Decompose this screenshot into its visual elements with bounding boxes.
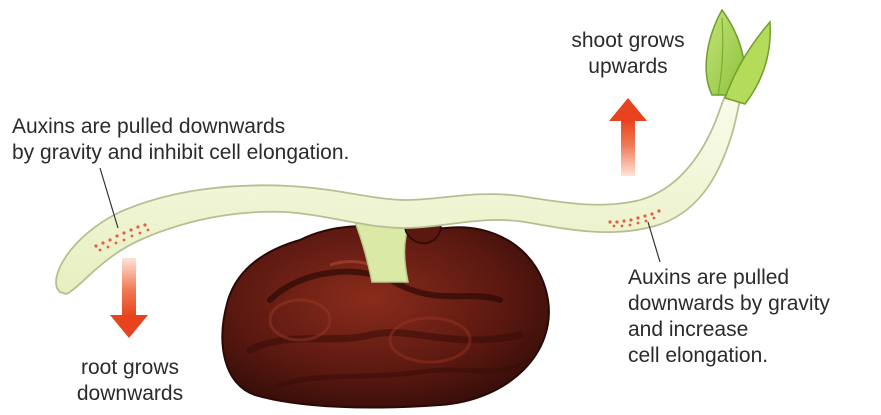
shoot-up-arrow bbox=[609, 98, 647, 176]
shoot-direction-label: shoot grows upwards bbox=[553, 28, 703, 80]
shoot-auxin-dots bbox=[608, 209, 661, 228]
root-auxin-label: Auxins are pulled downwards by gravity a… bbox=[12, 114, 349, 166]
root-direction-label: root grows downwards bbox=[55, 355, 205, 407]
root-direction-label-line1: root grows bbox=[80, 356, 180, 379]
root-auxin-dots bbox=[94, 223, 150, 252]
root-leader-line bbox=[99, 167, 119, 229]
shoot-auxin-label-line3: and increase bbox=[628, 318, 749, 341]
shoot-auxin-label-line1: Auxins are pulled bbox=[628, 266, 790, 289]
shoot-auxin-label-line4: cell elongation. bbox=[628, 344, 769, 367]
seed bbox=[221, 225, 550, 409]
root-down-arrow bbox=[110, 258, 148, 338]
root-auxin-label-line2: by gravity and inhibit cell elongation. bbox=[12, 141, 350, 164]
root-auxin-label-line1: Auxins are pulled downwards bbox=[12, 115, 286, 138]
root-direction-label-line2: downwards bbox=[76, 382, 184, 405]
shoot-leader-line bbox=[647, 221, 661, 263]
shoot-tip-leaves bbox=[705, 8, 771, 105]
shoot-auxin-label: Auxins are pulled downwards by gravity a… bbox=[628, 265, 830, 369]
shoot-auxin-label-line2: downwards by gravity bbox=[628, 292, 830, 315]
shoot-direction-label-line1: shoot grows bbox=[571, 29, 685, 52]
shoot-direction-label-line2: upwards bbox=[588, 55, 668, 78]
